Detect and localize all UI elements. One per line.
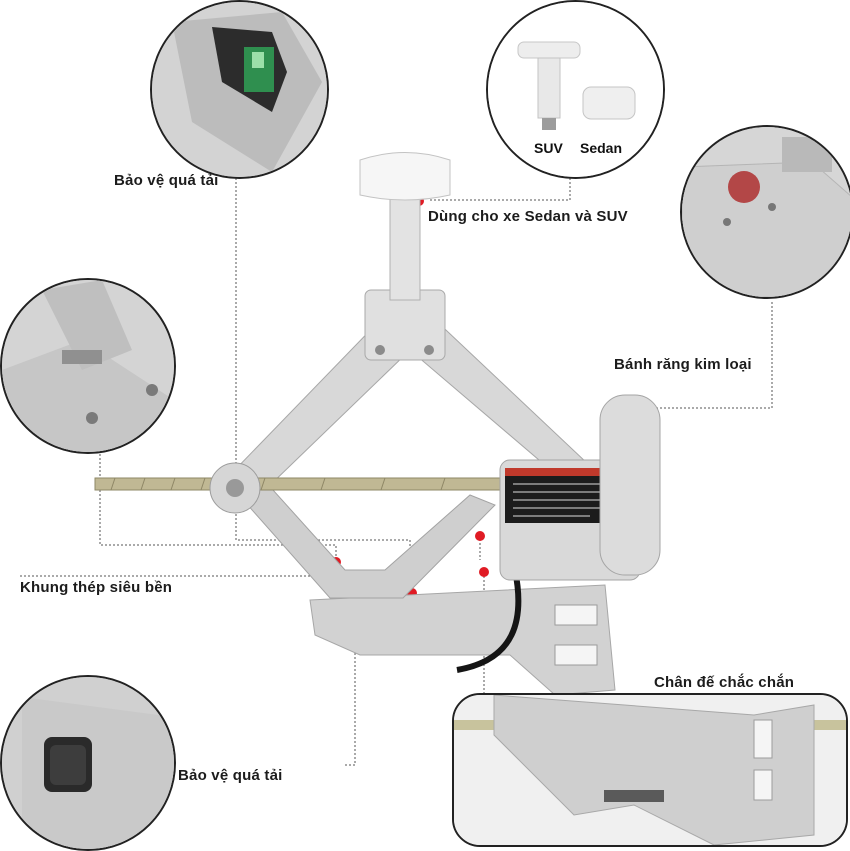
- label-overload-protection-top: Bảo vệ quá tải: [114, 172, 219, 189]
- stable-base-closeup: [452, 693, 848, 847]
- sedan-label: Sedan: [580, 140, 623, 156]
- label-sedan-suv: Dùng cho xe Sedan và SUV: [428, 208, 628, 225]
- label-overload-protection-bottom: Bảo vệ quá tải: [178, 767, 283, 784]
- pad-options-closeup: SUV Sedan: [486, 0, 665, 179]
- steel-frame-closeup: [0, 278, 176, 454]
- metal-gear-closeup: [680, 125, 850, 299]
- label-steel-frame: Khung thép siêu bền: [20, 579, 173, 596]
- suv-label: SUV: [534, 140, 563, 156]
- scissor-jack-image: [94, 152, 661, 696]
- overload-protection-closeup: [150, 0, 329, 179]
- label-metal-gear: Bánh răng kim loại: [614, 356, 752, 373]
- label-stable-base: Chân đế chắc chắn: [654, 674, 795, 691]
- overload-protection-bottom-closeup: [0, 675, 176, 851]
